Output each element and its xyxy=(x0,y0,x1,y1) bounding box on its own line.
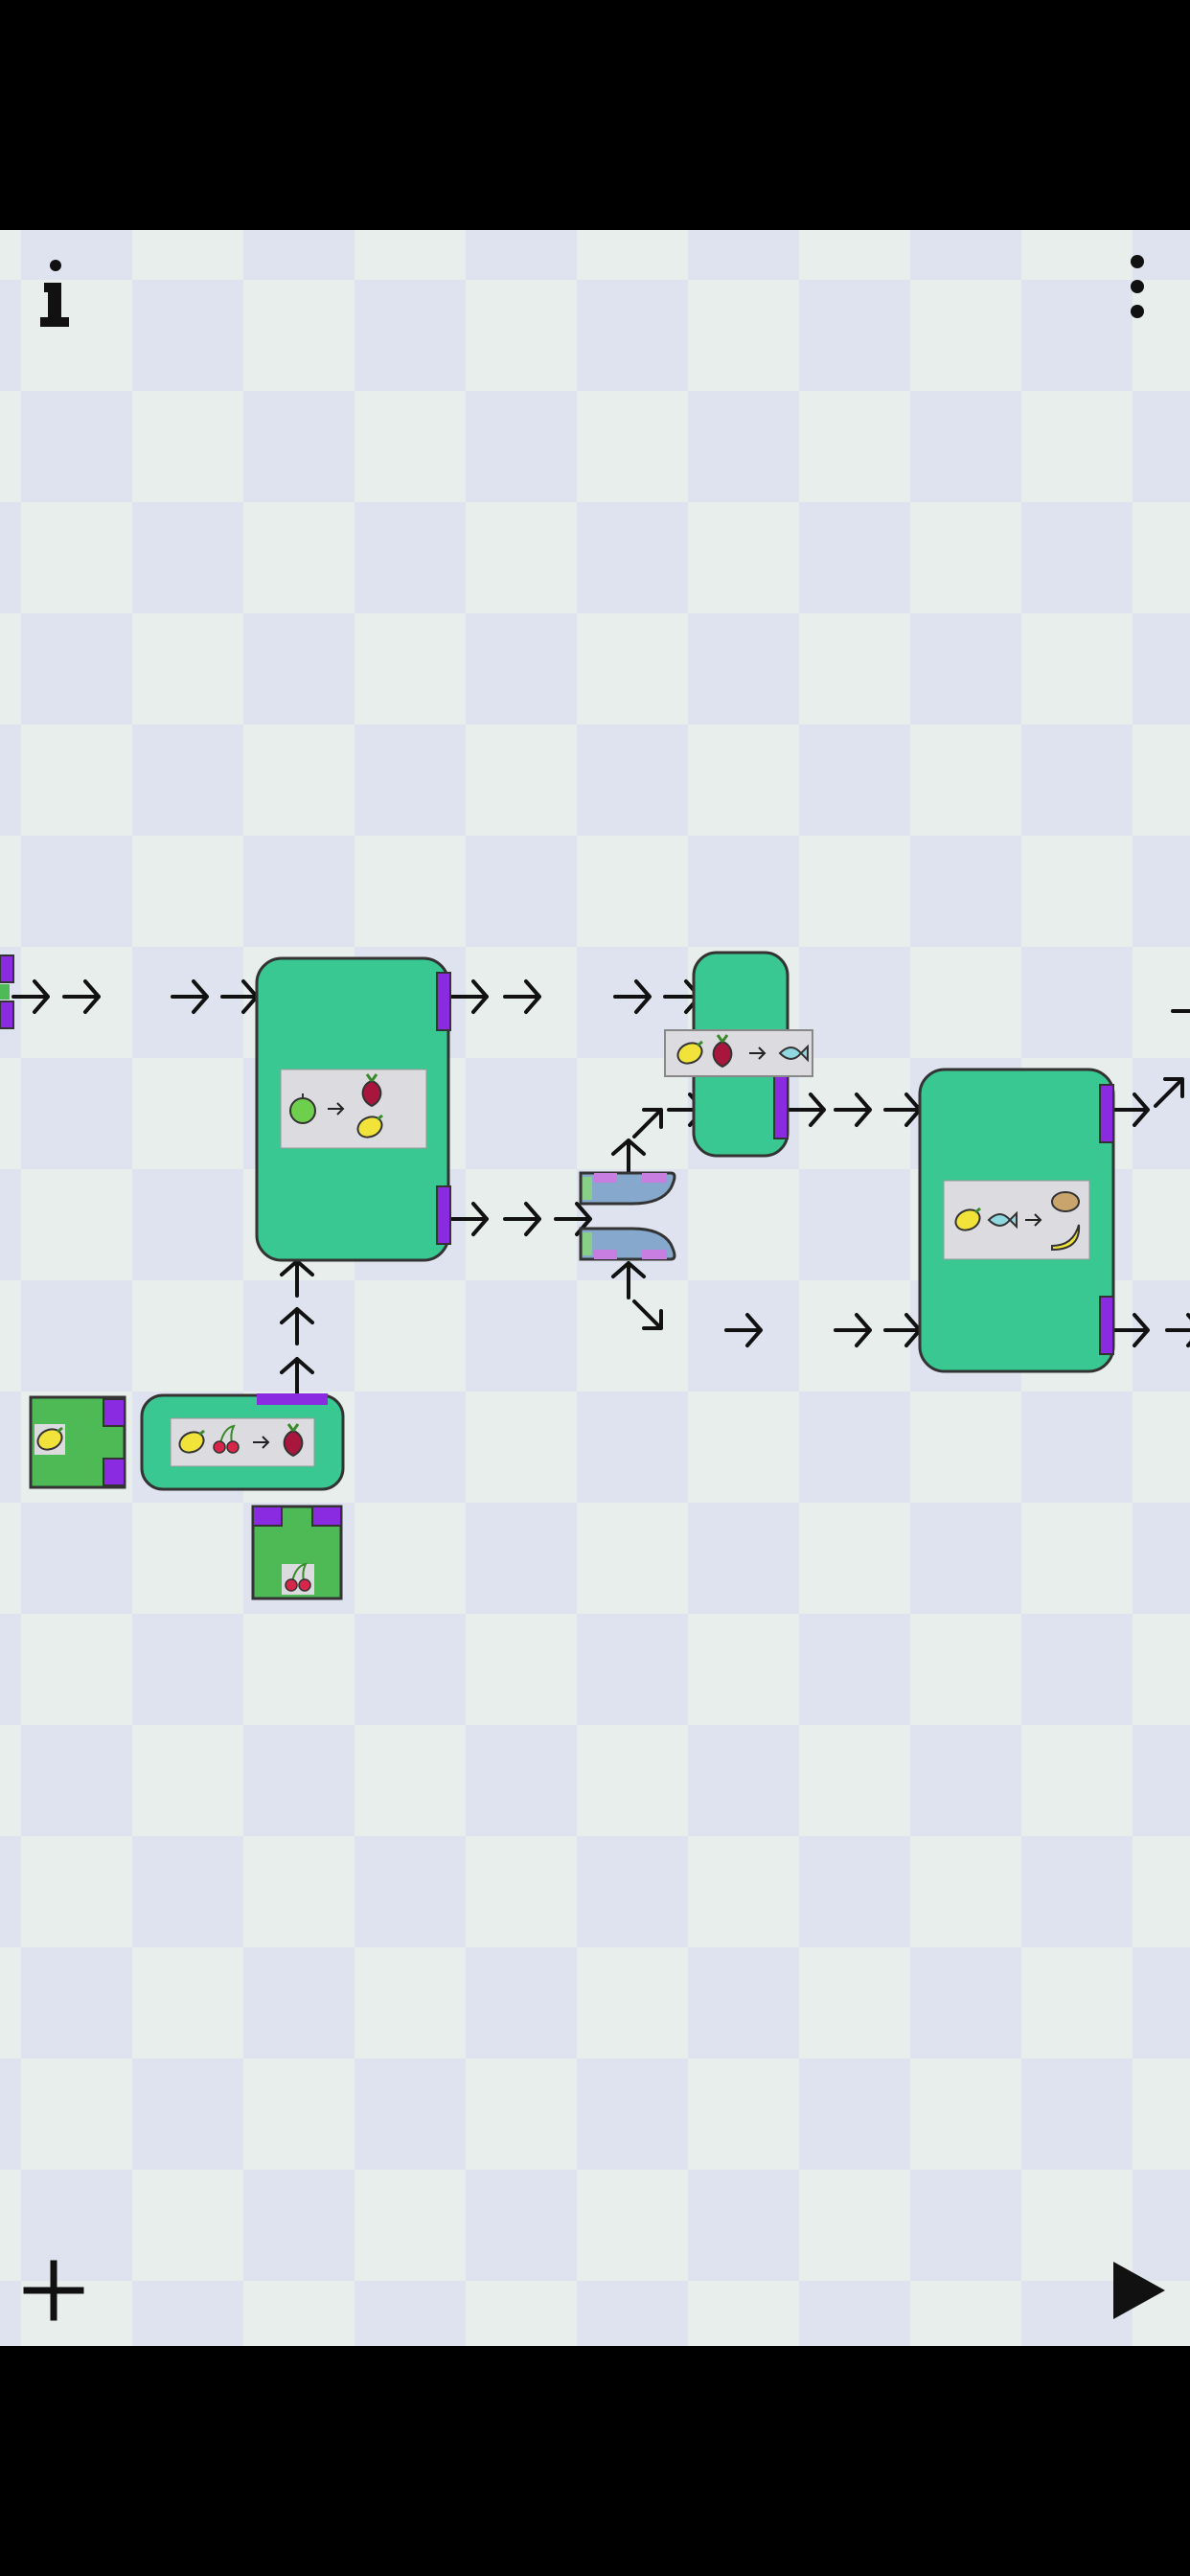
play-button[interactable] xyxy=(1102,2254,1175,2327)
info-icon xyxy=(40,260,69,327)
conveyor-arrows xyxy=(0,954,1190,1564)
source-lemon[interactable] xyxy=(29,1395,126,1489)
menu-button[interactable] xyxy=(1113,243,1161,330)
play-icon xyxy=(1113,2262,1165,2319)
factory-1[interactable] xyxy=(255,956,451,1262)
splitter[interactable] xyxy=(579,1171,676,1261)
plus-icon xyxy=(23,2260,84,2321)
factory-scene xyxy=(0,951,1190,1600)
factory-3[interactable] xyxy=(918,1068,1115,1373)
factory-2[interactable] xyxy=(664,951,813,1158)
source-cherry[interactable] xyxy=(251,1505,343,1600)
more-vertical-icon xyxy=(1131,255,1144,318)
info-button[interactable] xyxy=(25,249,82,335)
add-button[interactable] xyxy=(17,2254,90,2327)
combiner[interactable] xyxy=(140,1393,345,1491)
game-board[interactable] xyxy=(0,230,1190,2346)
